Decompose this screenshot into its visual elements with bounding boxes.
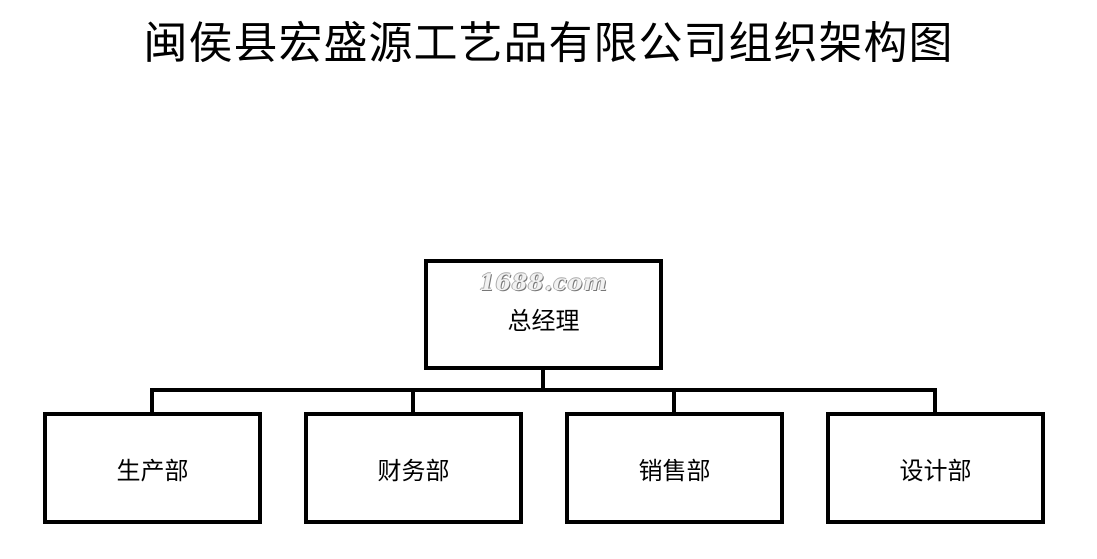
department-box-production: 生产部 <box>43 412 262 524</box>
department-label: 财务部 <box>377 456 450 485</box>
department-box-finance: 财务部 <box>304 412 523 524</box>
general-manager-box: 1688.com 总经理 <box>424 259 663 370</box>
department-label: 销售部 <box>638 456 711 485</box>
department-box-sales: 销售部 <box>565 412 784 524</box>
watermark-logo: 1688.com <box>479 270 608 296</box>
general-manager-label: 总经理 <box>507 307 580 335</box>
department-box-design: 设计部 <box>826 412 1045 524</box>
department-label: 设计部 <box>899 456 972 485</box>
department-label: 生产部 <box>116 456 189 485</box>
chart-title: 闽侯县宏盛源工艺品有限公司组织架构图 <box>143 18 954 69</box>
